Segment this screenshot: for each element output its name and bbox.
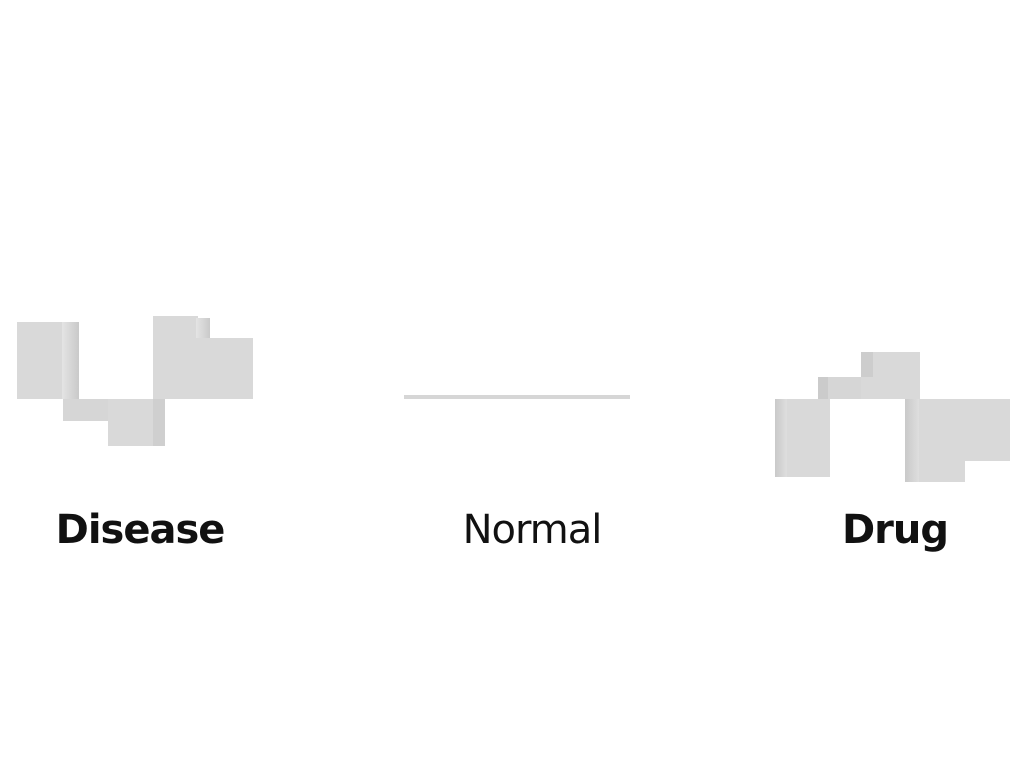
drug-label: Drug xyxy=(841,507,949,553)
disease-label: Disease xyxy=(55,507,226,553)
drug-block-3-side xyxy=(861,352,873,377)
disease-block-3-side xyxy=(153,399,165,446)
disease-block-1 xyxy=(17,322,67,399)
drug-block-1-side xyxy=(775,399,787,477)
drug-block-2 xyxy=(818,377,875,399)
normal-label: Normal xyxy=(462,507,603,553)
drug-block-4-side xyxy=(905,399,919,482)
drug-block-5 xyxy=(919,399,1010,461)
disease-profile xyxy=(17,316,253,446)
drug-profile xyxy=(775,352,1010,482)
disease-block-4-side xyxy=(196,318,210,338)
disease-block-4 xyxy=(153,316,198,399)
normal-baseline xyxy=(404,395,630,399)
disease-block-1-side xyxy=(62,322,79,399)
disease-block-5 xyxy=(198,338,253,399)
drug-block-2-side xyxy=(818,377,828,399)
